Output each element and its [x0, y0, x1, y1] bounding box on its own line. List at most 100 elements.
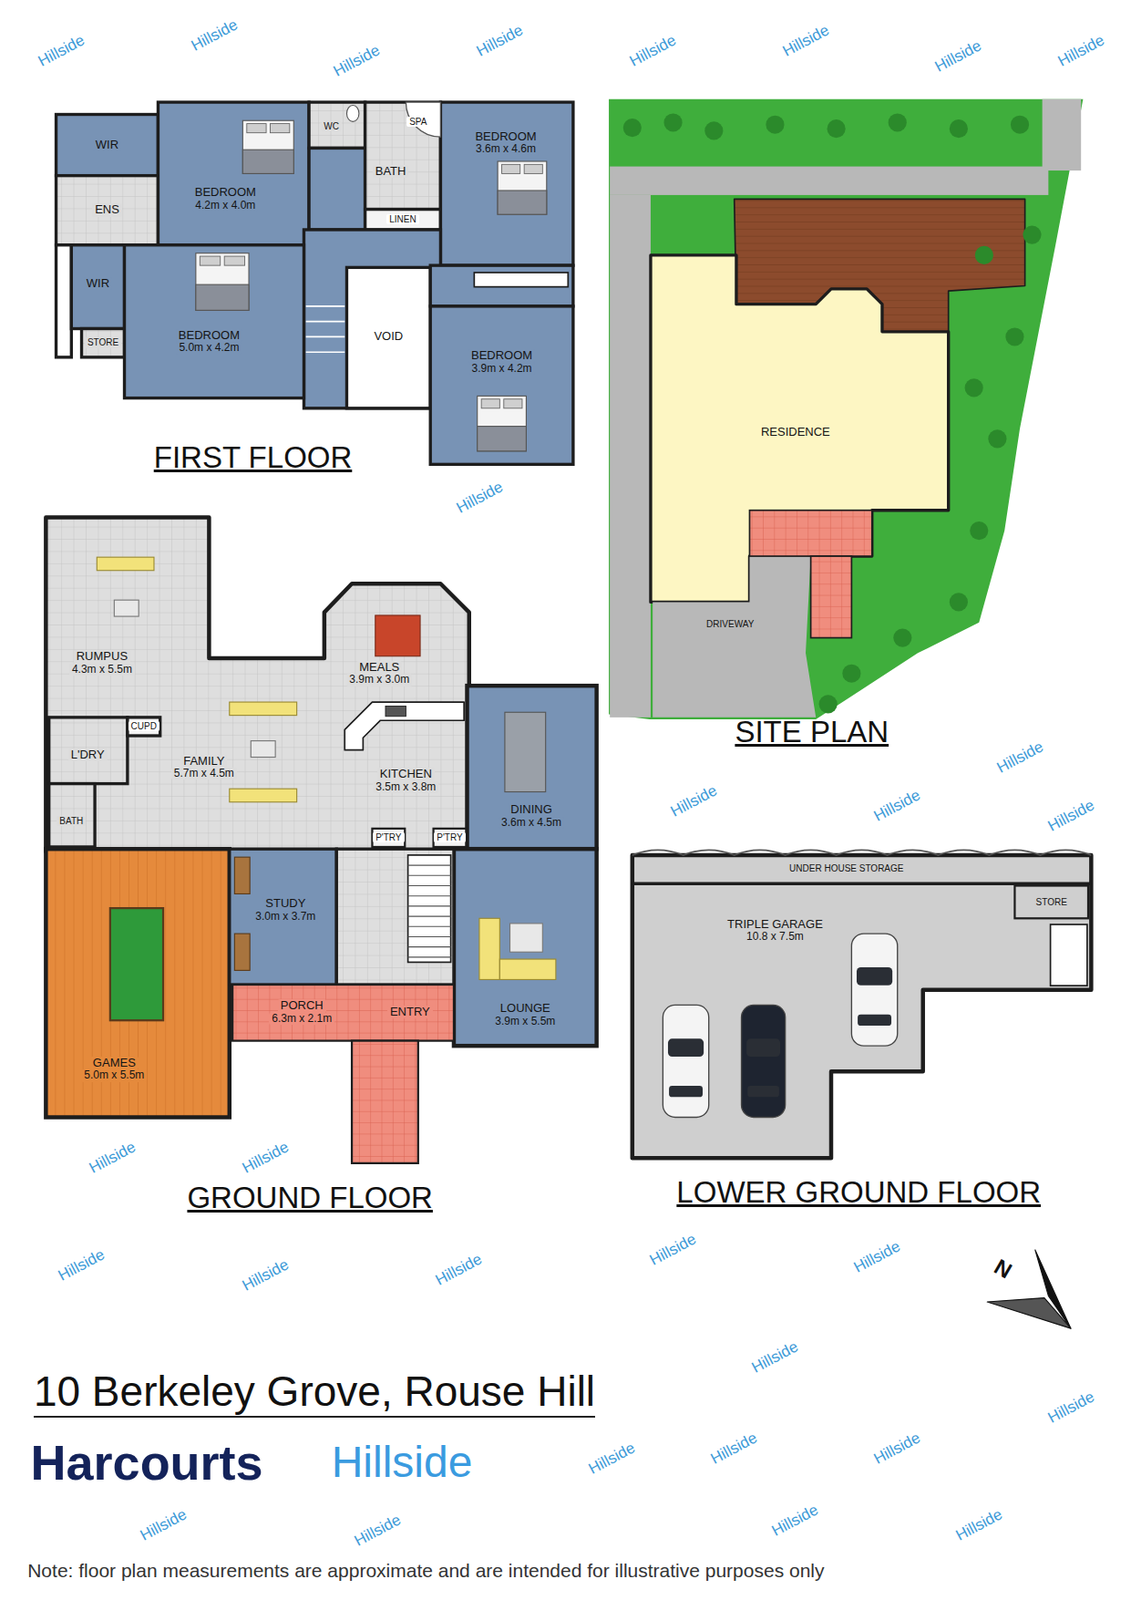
room-name: DINING — [507, 802, 556, 817]
room-dimensions: 3.5m x 3.8m — [372, 781, 439, 793]
room-fill — [371, 828, 405, 847]
room-name: VOID — [370, 329, 406, 344]
room-fill — [124, 245, 305, 399]
hedge-symbol — [842, 664, 861, 683]
room-fill — [229, 848, 337, 985]
room-name: CUPD — [128, 720, 160, 731]
watermark: Hillside — [871, 786, 925, 826]
room: KITCHEN3.5m x 3.8m — [372, 767, 439, 793]
room-fill — [308, 102, 366, 148]
room-name: BEDROOM — [192, 185, 259, 200]
wardrobe-symbol — [473, 272, 568, 288]
room-fill — [433, 828, 467, 847]
room-fill — [365, 102, 442, 209]
room-name: DRIVEWAY — [703, 618, 757, 629]
kitchen-bench — [344, 701, 464, 751]
watermark: Hillside — [452, 478, 506, 518]
room-name: STUDY — [262, 896, 309, 911]
room-name: BATH — [372, 164, 410, 179]
table-symbol — [113, 599, 139, 617]
property-title: 10 Berkeley Grove, Rouse Hill — [33, 1367, 596, 1418]
hall-fill — [430, 265, 574, 307]
wall-niche — [56, 245, 72, 358]
room-name: BATH — [56, 815, 86, 826]
room: STORE — [1033, 896, 1070, 907]
bed-symbol — [497, 161, 547, 215]
room-dimensions: 5.0m x 5.5m — [81, 1069, 147, 1081]
watermark: Hillside — [350, 1510, 404, 1550]
room: DINING3.6m x 4.5m — [498, 802, 565, 829]
watermark: Hillside — [586, 1439, 639, 1479]
pillow-symbol — [270, 123, 290, 134]
room-name: STORE — [1033, 896, 1070, 907]
hall-fill — [303, 229, 441, 409]
room-name: BEDROOM — [468, 349, 535, 363]
sofa-symbol — [479, 917, 500, 979]
room: MEALS3.9m x 3.0m — [346, 660, 412, 687]
watermark: Hillside — [993, 737, 1047, 777]
hedge-symbol — [1022, 225, 1041, 244]
car-symbol — [741, 1004, 786, 1117]
room: RUMPUS4.3m x 5.5m — [69, 649, 135, 676]
floor-heading: GROUND FLOOR — [186, 1180, 433, 1215]
room: SPA — [406, 116, 430, 127]
pillow-symbol — [199, 256, 220, 266]
porch-fill — [749, 510, 872, 556]
room: TRIPLE GARAGE10.8 x 7.5m — [724, 917, 826, 944]
watermark: Hillside — [238, 1254, 292, 1295]
room-name: RUMPUS — [73, 649, 131, 664]
room-name: WIR — [92, 138, 122, 153]
room-dimensions: 3.6m x 4.6m — [472, 143, 539, 155]
room-fill — [127, 717, 161, 736]
rug-symbol — [510, 923, 544, 952]
car-windscreen — [856, 966, 893, 986]
toilet-symbol — [346, 104, 359, 122]
hedge-symbol — [827, 119, 846, 138]
watermark: Hillside — [432, 1250, 486, 1290]
watermark: Hillside — [238, 1138, 292, 1178]
room-dimensions: 3.9m x 3.0m — [346, 673, 412, 686]
room-fill — [430, 306, 574, 464]
room-fill — [82, 329, 125, 358]
spa-symbol — [405, 102, 441, 137]
steps-fill — [811, 555, 853, 638]
hedge-symbol — [888, 113, 907, 132]
porch-fill — [232, 984, 454, 1041]
watermark: Hillside — [187, 16, 241, 56]
room-name: WIR — [83, 277, 113, 291]
watermark: Hillside — [749, 1336, 802, 1377]
room: WIR — [92, 138, 122, 153]
room-name: BEDROOM — [175, 329, 243, 343]
room-fill — [45, 848, 229, 1117]
room-fill — [71, 245, 124, 330]
room: VOID — [370, 329, 406, 344]
agency-logo: Harcourts — [30, 1433, 264, 1491]
room-fill — [157, 102, 309, 246]
watermark: Hillside — [708, 1429, 761, 1469]
watermark: Hillside — [55, 1244, 109, 1285]
sofa-symbol — [96, 556, 155, 571]
room-fill — [49, 783, 95, 847]
site-path — [1042, 99, 1082, 171]
room-name: BEDROOM — [472, 130, 539, 144]
room-name: P'TRY — [433, 832, 465, 843]
stair-symbol — [408, 854, 452, 962]
room: STORE — [84, 337, 122, 348]
room-fill — [1014, 884, 1089, 918]
room: CUPD — [128, 720, 160, 731]
hedge-symbol — [965, 378, 984, 397]
room: BEDROOM3.9m x 4.2m — [468, 349, 535, 375]
car-rear-window — [747, 1085, 780, 1097]
room-dimensions: 3.9m x 4.2m — [469, 362, 535, 375]
driveway-fill — [652, 555, 816, 718]
sofa-symbol — [229, 701, 298, 716]
car-symbol — [851, 933, 897, 1046]
sofa-symbol — [229, 788, 298, 802]
watermark: Hillside — [667, 781, 720, 821]
room-fill — [440, 102, 573, 266]
room-dimensions: 3.0m x 3.7m — [252, 910, 319, 923]
room-name: FAMILY — [180, 754, 227, 769]
hedge-symbol — [893, 628, 912, 648]
room-fill — [56, 175, 159, 246]
pillow-symbol — [246, 123, 267, 134]
